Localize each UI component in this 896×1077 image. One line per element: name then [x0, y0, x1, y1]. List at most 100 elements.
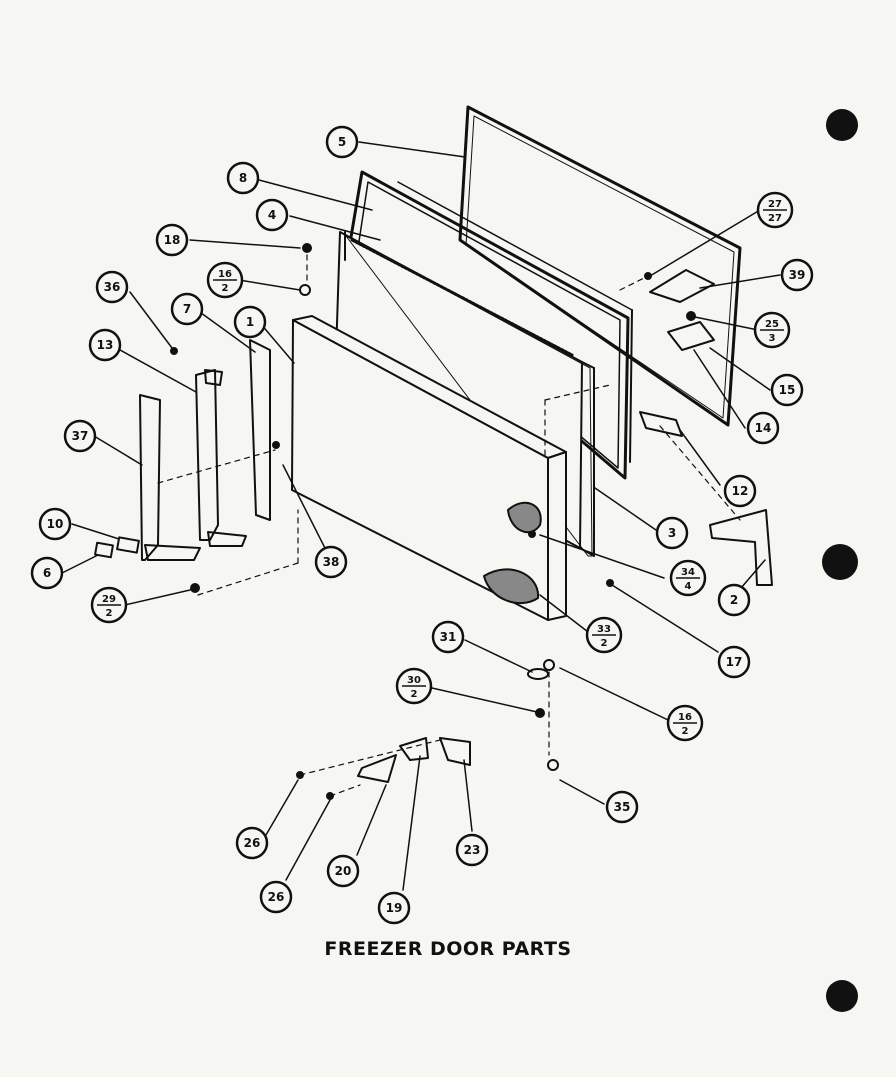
lower-hinge-hardware [357, 668, 549, 783]
callout-c20: 20 [326, 854, 360, 888]
callout-c31: 31 [431, 620, 465, 654]
callout-circle [723, 474, 757, 508]
callout-part-number: 6 [43, 566, 51, 580]
callout-c8: 8 [226, 161, 260, 195]
callout-part-number: 3 [668, 526, 676, 540]
callout-c19: 19 [377, 891, 411, 925]
callout-part-number: 39 [789, 268, 806, 282]
callout-circle [326, 854, 360, 888]
callout-part-number: 25 [765, 319, 779, 330]
callout-c26b: 26 [259, 880, 293, 914]
callout-circle [255, 198, 289, 232]
door-channel-brackets [139, 339, 271, 561]
callout-quantity: 2 [411, 689, 418, 700]
callout-part-number: 36 [104, 280, 121, 294]
callout-c5: 5 [325, 125, 359, 159]
callout-part-number: 14 [755, 421, 772, 435]
diagram-title: FREEZER DOOR PARTS [324, 938, 572, 960]
callout-part-number: 13 [97, 338, 114, 352]
callout-circle [431, 620, 465, 654]
assembly-lines [157, 254, 741, 797]
callout-c16a: 162 [206, 261, 244, 299]
callout-part-number: 19 [386, 901, 403, 915]
registration-marks [822, 109, 858, 1012]
callout-quantity: 2 [222, 283, 229, 294]
callout-part-number: 26 [268, 890, 285, 904]
callout-circle [88, 328, 122, 362]
callout-quantity: 2 [106, 608, 113, 619]
callout-quantity: 2 [601, 638, 608, 649]
callout-c13: 13 [88, 328, 122, 362]
callout-part-number: 10 [47, 517, 64, 531]
callout-part-number: 34 [681, 567, 695, 578]
callout-part-number: 23 [464, 843, 481, 857]
callout-part-number: 38 [323, 555, 340, 569]
callout-c14: 14 [746, 411, 780, 445]
callout-circle [455, 833, 489, 867]
callout-part-number: 1 [246, 315, 254, 329]
callout-quantity: 4 [685, 581, 692, 592]
callout-circle [717, 583, 751, 617]
right-hardware [639, 269, 773, 586]
callout-c37: 37 [63, 419, 97, 453]
small-plates [94, 536, 140, 559]
callout-circle [95, 270, 129, 304]
callout-part-number: 16 [678, 712, 692, 723]
callout-c30: 302 [395, 667, 433, 705]
callout-c29: 292 [90, 586, 128, 624]
hatched-areas [483, 501, 542, 604]
callout-part-number: 15 [779, 383, 796, 397]
callout-c6: 6 [30, 556, 64, 590]
callout-c10: 10 [38, 507, 72, 541]
callout-part-number: 30 [407, 675, 421, 686]
callout-circle [770, 373, 804, 407]
callout-part-number: 37 [72, 429, 89, 443]
callout-circle [780, 258, 814, 292]
callout-c26a: 26 [235, 826, 269, 860]
callout-part-number: 2 [730, 593, 738, 607]
callout-c23: 23 [455, 833, 489, 867]
callout-c33: 332 [585, 616, 623, 654]
callout-part-number: 26 [244, 836, 261, 850]
callout-circle [605, 790, 639, 824]
callout-c25: 253 [753, 311, 791, 349]
callout-circle [170, 292, 204, 326]
door-gasket [348, 170, 633, 480]
callout-c4: 4 [255, 198, 289, 232]
callout-c17: 17 [717, 645, 751, 679]
callout-part-number: 4 [268, 208, 276, 222]
callout-layer: 5841816236711337106292382727392531514123… [30, 125, 814, 925]
callout-c34: 344 [669, 559, 707, 597]
callout-circle [226, 161, 260, 195]
callout-part-number: 16 [218, 269, 232, 280]
callout-quantity: 2 [682, 726, 689, 737]
callout-c2: 2 [717, 583, 751, 617]
callout-c15: 15 [770, 373, 804, 407]
callout-part-number: 8 [239, 171, 247, 185]
callout-quantity: 27 [768, 213, 782, 224]
callout-part-number: 5 [338, 135, 346, 149]
callout-part-number: 12 [732, 484, 749, 498]
callout-c12: 12 [723, 474, 757, 508]
fasteners [170, 243, 696, 800]
callout-circle [155, 223, 189, 257]
callout-part-number: 18 [164, 233, 181, 247]
callout-circle [233, 305, 267, 339]
callout-quantity: 3 [769, 333, 776, 344]
callout-c36: 36 [95, 270, 129, 304]
callout-circle [259, 880, 293, 914]
callout-part-number: 29 [102, 594, 116, 605]
callout-c3: 3 [655, 516, 689, 550]
callout-circle [717, 645, 751, 679]
callout-circle [30, 556, 64, 590]
callout-part-number: 33 [597, 624, 611, 635]
callout-circle [655, 516, 689, 550]
outer-door-panel [291, 315, 567, 621]
leader-lines [61, 141, 781, 891]
callout-circle [746, 411, 780, 445]
callout-circle [38, 507, 72, 541]
callout-part-number: 20 [335, 864, 352, 878]
callout-c35: 35 [605, 790, 639, 824]
